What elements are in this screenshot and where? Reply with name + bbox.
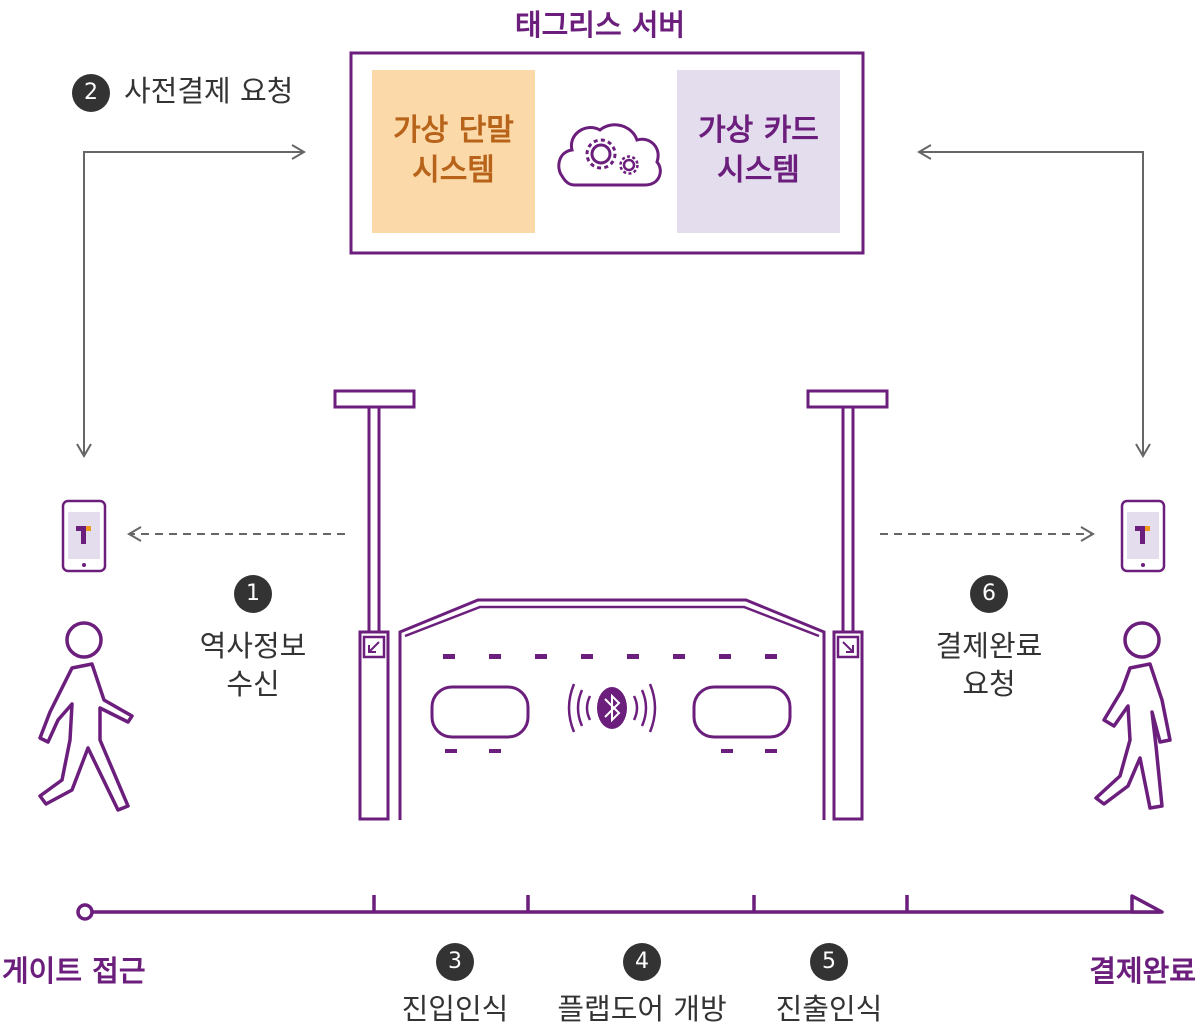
step-5-label: 진출인식 xyxy=(775,992,883,1026)
step-5-badge: 5 xyxy=(810,943,848,981)
virtual-card-line2: 시스템 xyxy=(717,153,800,188)
bluetooth-icon xyxy=(567,683,657,733)
timeline-end-label: 결제완료 xyxy=(1089,954,1196,988)
step-6-line1: 결제완료 xyxy=(935,629,1043,663)
virtual-card-box xyxy=(677,70,840,233)
gate-icon xyxy=(398,598,826,820)
phone-icon-right xyxy=(1120,499,1166,573)
virtual-terminal-label: 가상 단말 시스템 xyxy=(372,111,535,191)
walking-person-icon-right xyxy=(1094,621,1172,810)
gate-post-left xyxy=(333,389,416,821)
step-6-label: 결제완료 요청 xyxy=(899,627,1079,703)
virtual-terminal-line1: 가상 단말 xyxy=(393,113,514,148)
gate-post-right xyxy=(806,389,889,821)
cloud-gear-icon xyxy=(557,123,662,187)
step-1-badge: 1 xyxy=(234,575,272,613)
timeline xyxy=(76,894,1164,921)
step-4-label: 플랩도어 개방 xyxy=(557,992,727,1026)
step-6-badge: 6 xyxy=(970,575,1008,613)
step-3-label: 진입인식 xyxy=(401,992,509,1026)
virtual-terminal-box xyxy=(372,70,535,233)
phone-icon-left xyxy=(61,499,107,573)
walking-person-icon-left xyxy=(38,621,134,812)
step-6-line2: 요청 xyxy=(962,667,1016,701)
timeline-start-label: 게이트 접근 xyxy=(2,954,146,988)
step-3-badge: 3 xyxy=(436,943,474,981)
server-title: 태그리스 서버 xyxy=(514,8,686,42)
virtual-terminal-line2: 시스템 xyxy=(412,153,495,188)
arrow-right-up xyxy=(917,144,1144,300)
step-2-badge: 2 xyxy=(72,74,110,112)
virtual-card-label: 가상 카드 시스템 xyxy=(677,111,840,191)
step-1-line1: 역사정보 xyxy=(199,629,307,663)
step-1-line2: 수신 xyxy=(226,667,280,701)
step-2-label: 사전결제 요청 xyxy=(124,74,294,108)
arrow-left-up xyxy=(83,144,306,455)
step-4-badge: 4 xyxy=(623,943,661,981)
virtual-card-line1: 가상 카드 xyxy=(698,113,819,148)
step-1-label: 역사정보 수신 xyxy=(173,627,333,703)
